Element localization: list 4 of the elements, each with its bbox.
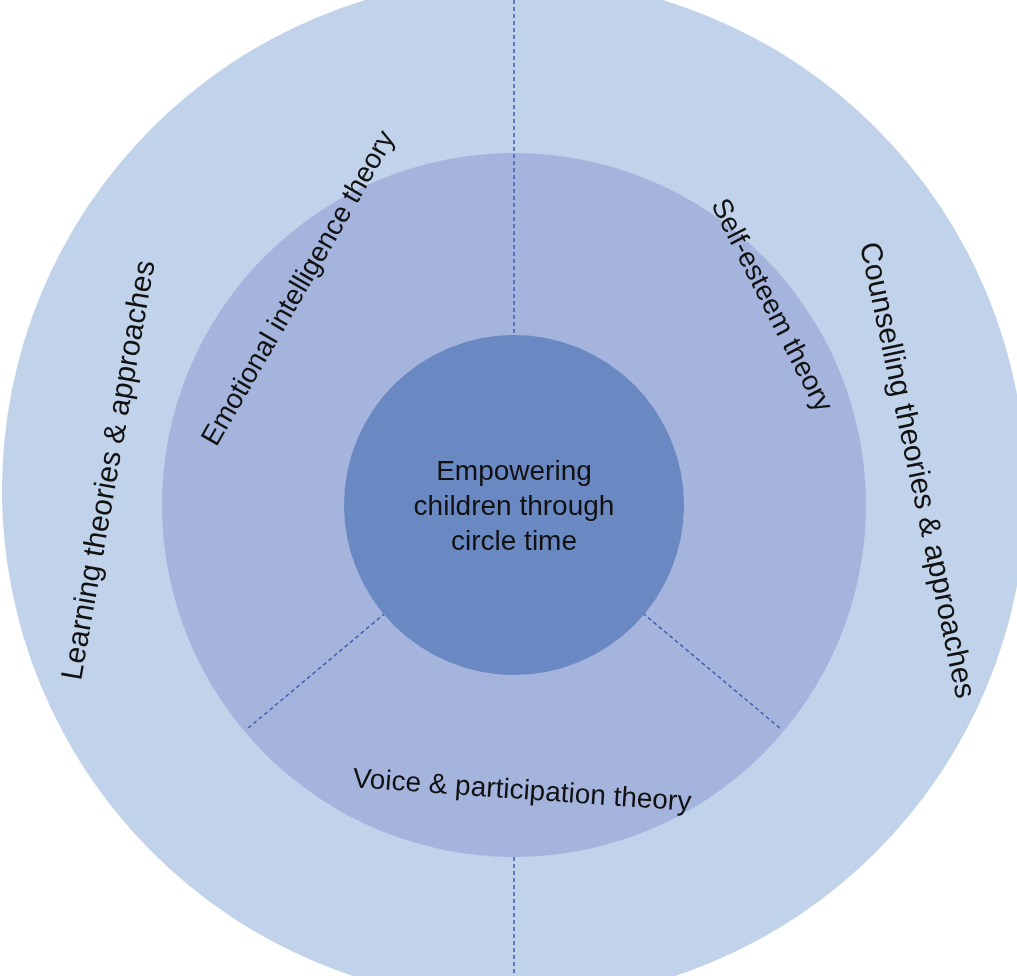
outer-ring-label: Learning theories & approaches xyxy=(56,258,160,682)
outer-ring-label: Counselling theories & approaches xyxy=(854,239,982,701)
center-title: Empowering children through circle time xyxy=(412,453,616,558)
middle-ring-label: Voice & participation theory xyxy=(351,764,693,816)
